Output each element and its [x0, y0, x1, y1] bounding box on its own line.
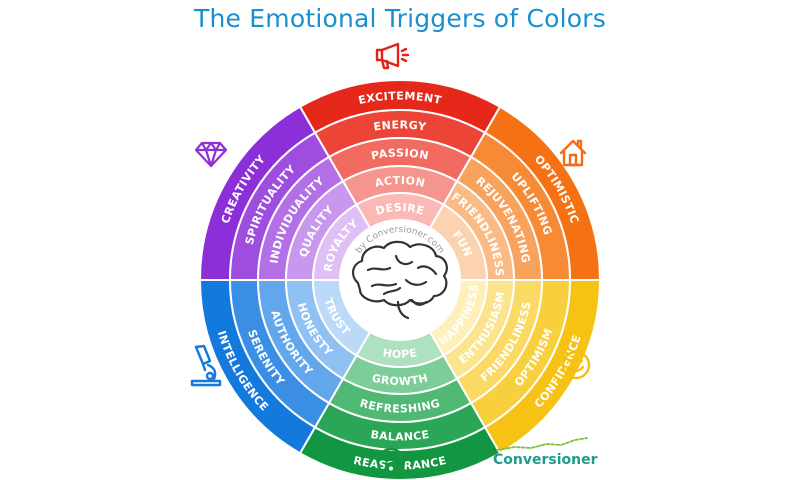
megaphone-icon: [375, 42, 410, 70]
brand-logo-text: Conversioner: [493, 452, 598, 468]
wheel-segment-purple-5: [311, 203, 372, 281]
diamond-icon: [194, 141, 228, 168]
yin-yang-icon: [376, 447, 406, 477]
growth-line-icon: [496, 437, 588, 451]
smiley-icon: [561, 350, 591, 380]
wheel-label-green-2: BALANCE: [370, 428, 431, 444]
brain-icon: [352, 240, 448, 320]
wheel-label-green-4: GROWTH: [371, 371, 430, 388]
wheel-label-red-4: ACTION: [374, 174, 427, 190]
center-disc: [341, 221, 459, 339]
microscope-icon: [190, 344, 222, 387]
wheel-label-red-5: DESIRE: [374, 201, 426, 218]
wheel-label-red-2: ENERGY: [373, 118, 428, 133]
wheel-label-red-3: PASSION: [370, 146, 430, 162]
page-title: The Emotional Triggers of Colors: [194, 4, 606, 33]
wheel-label-red-1: EXCITEMENT: [357, 89, 443, 107]
wheel-label-green-3: REFRESHING: [358, 397, 441, 416]
color-wheel: EXCITEMENTENERGYPASSIONACTIONDESIREOPTIM…: [200, 80, 600, 480]
house-icon: [559, 139, 587, 167]
wheel-label-green-5: HOPE: [382, 346, 419, 361]
